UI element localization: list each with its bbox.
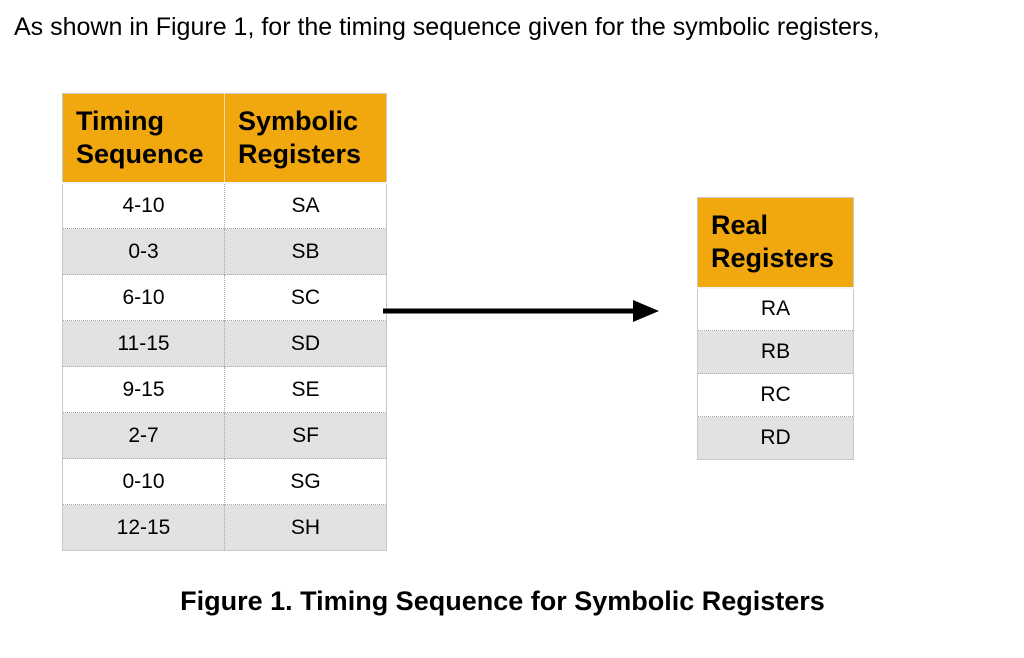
table-row: RC [697,373,854,417]
register-cell: SE [224,366,387,413]
symbolic-registers-table: Timing Sequence Symbolic Registers 4-10 … [62,93,387,551]
register-cell: SG [224,458,387,505]
register-cell: SC [224,274,387,321]
timing-cell: 2-7 [62,412,225,459]
table-row: 2-7 SF [62,412,387,459]
symbolic-table-header-row: Timing Sequence Symbolic Registers [62,93,387,184]
register-cell: SA [224,182,387,229]
timing-cell: 4-10 [62,182,225,229]
table-row: RB [697,330,854,374]
timing-sequence-header: Timing Sequence [62,93,225,184]
real-table-header-row: Real Registers [697,197,854,289]
table-row: 0-3 SB [62,228,387,275]
real-registers-table: Real Registers RA RB RC RD [697,197,854,460]
register-cell: SF [224,412,387,459]
register-cell: SD [224,320,387,367]
register-cell: RB [697,330,854,374]
figure-caption: Figure 1. Timing Sequence for Symbolic R… [180,586,825,616]
timing-cell: 9-15 [62,366,225,413]
table-row: 4-10 SA [62,182,387,229]
table-row: RA [697,287,854,331]
symbolic-registers-header: Symbolic Registers [224,93,387,184]
right-arrow-icon [383,300,659,322]
register-cell: RD [697,416,854,460]
timing-cell: 0-10 [62,458,225,505]
timing-cell: 12-15 [62,504,225,551]
register-cell: RC [697,373,854,417]
table-row: 11-15 SD [62,320,387,367]
timing-cell: 0-3 [62,228,225,275]
register-cell: SH [224,504,387,551]
table-row: 9-15 SE [62,366,387,413]
table-row: 0-10 SG [62,458,387,505]
timing-cell: 11-15 [62,320,225,367]
timing-cell: 6-10 [62,274,225,321]
real-registers-header: Real Registers [697,197,854,289]
table-row: RD [697,416,854,460]
register-cell: RA [697,287,854,331]
intro-text: As shown in Figure 1, for the timing seq… [14,13,880,41]
register-cell: SB [224,228,387,275]
table-row: 12-15 SH [62,504,387,551]
table-row: 6-10 SC [62,274,387,321]
